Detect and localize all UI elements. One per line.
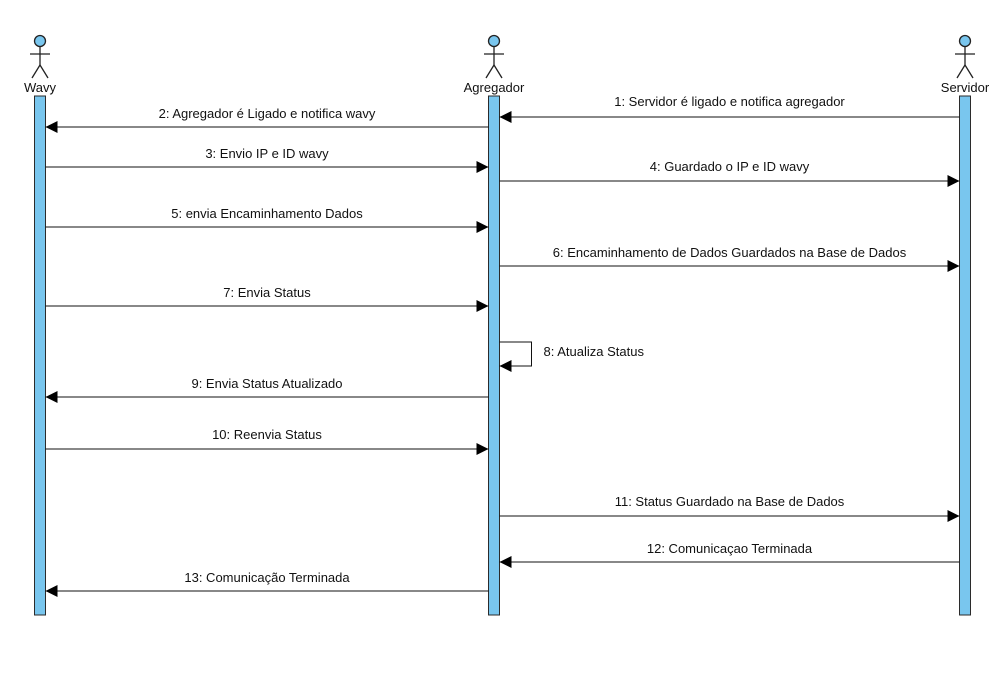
message-label: 6: Encaminhamento de Dados Guardados na … [553,245,907,260]
message-label: 12: Comunicaçao Terminada [647,541,813,556]
arrowhead-icon [476,443,489,455]
message-label: 3: Envio IP e ID wavy [205,146,329,161]
message-label: 1: Servidor é ligado e notifica agregado… [614,94,845,109]
message-9: 9: Envia Status Atualizado [45,376,489,403]
lifeline-wavy [34,95,46,616]
message-13: 13: Comunicação Terminada [45,570,489,597]
message-label: 7: Envia Status [223,285,311,300]
stick-figure-icon [484,34,504,79]
message-label: 10: Reenvia Status [212,427,322,442]
message-1: 1: Servidor é ligado e notifica agregado… [499,94,960,123]
actor-wavy: Wavy [24,34,57,95]
message-5: 5: envia Encaminhamento Dados [45,206,489,233]
message-8: 8: Atualiza Status [499,341,645,372]
arrowhead-icon [499,360,512,372]
arrowhead-icon [45,585,58,597]
arrowhead-icon [499,111,512,123]
message-label: 4: Guardado o IP e ID wavy [650,159,810,174]
message-11: 11: Status Guardado na Base de Dados [499,494,960,522]
message-label: 9: Envia Status Atualizado [191,376,342,391]
actor-label: Servidor [941,80,990,95]
message-line [499,341,532,367]
message-6: 6: Encaminhamento de Dados Guardados na … [499,245,960,272]
lifeline-servidor [959,95,971,616]
arrowhead-icon [45,391,58,403]
arrowhead-icon [499,556,512,568]
stick-figure-icon [30,34,50,79]
message-label: 13: Comunicação Terminada [184,570,350,585]
arrowhead-icon [476,221,489,233]
message-label: 2: Agregador é Ligado e notifica wavy [159,106,376,121]
actor-servidor: Servidor [941,34,990,95]
arrowhead-icon [947,510,960,522]
arrowhead-icon [45,121,58,133]
arrowhead-icon [947,175,960,187]
arrowhead-icon [476,161,489,173]
message-3: 3: Envio IP e ID wavy [45,146,489,173]
message-label: 8: Atualiza Status [544,344,645,359]
stick-figure-icon [955,34,975,79]
message-4: 4: Guardado o IP e ID wavy [499,159,960,187]
actor-label: Wavy [24,80,57,95]
message-label: 11: Status Guardado na Base de Dados [615,494,845,509]
arrowhead-icon [476,300,489,312]
message-7: 7: Envia Status [45,285,489,312]
lifeline-agregador [488,95,500,616]
message-12: 12: Comunicaçao Terminada [499,541,960,568]
arrowhead-icon [947,260,960,272]
message-2: 2: Agregador é Ligado e notifica wavy [45,106,489,133]
message-label: 5: envia Encaminhamento Dados [171,206,363,221]
actor-agregador: Agregador [464,34,525,95]
actor-label: Agregador [464,80,525,95]
message-10: 10: Reenvia Status [45,427,489,455]
